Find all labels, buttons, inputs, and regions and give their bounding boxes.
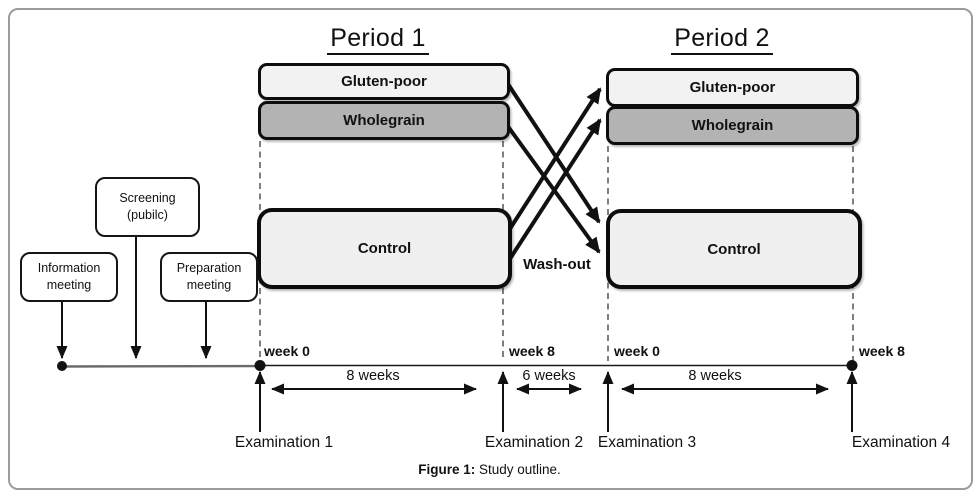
- timeline-end-dot: [846, 360, 858, 371]
- week-mark-period2-end: week 8: [859, 343, 905, 359]
- box-wholegrain-period2-label: Wholegrain: [691, 117, 774, 134]
- information-meeting-box: Information meeting: [20, 252, 118, 302]
- figure-caption: Figure 1: Study outline.: [0, 462, 979, 477]
- figure-frame: [8, 8, 973, 490]
- box-gluten-poor-period1-label: Gluten-poor: [341, 73, 427, 90]
- washout-label: Wash-out: [523, 256, 591, 273]
- examination-2-label: Examination 2: [484, 434, 584, 451]
- preparation-meeting-box: Preparation meeting: [160, 252, 258, 302]
- timeline-axis: [57, 360, 858, 371]
- timeline-week0-dot: [254, 360, 266, 371]
- examination-3-label: Examination 3: [597, 434, 697, 451]
- box-control-period2: Control: [606, 209, 862, 289]
- box-wholegrain-period1-label: Wholegrain: [343, 112, 425, 129]
- duration-label-washout: 6 weeks: [522, 368, 576, 384]
- period-1-title: Period 1: [293, 24, 463, 55]
- duration-label-period2: 8 weeks: [688, 368, 742, 384]
- figure-caption-label: Figure 1:: [418, 462, 476, 477]
- preparation-meeting-label: Preparation meeting: [176, 261, 242, 292]
- period-1-title-text: Period 1: [327, 24, 429, 55]
- period-2-title: Period 2: [637, 24, 807, 55]
- box-control-period1-label: Control: [357, 240, 412, 257]
- box-gluten-poor-period1: Gluten-poor: [258, 63, 510, 100]
- figure-caption-text: Study outline.: [478, 462, 561, 477]
- week-mark-period1-start: week 0: [264, 343, 310, 359]
- timeline-start-dot: [57, 361, 67, 371]
- week-mark-period2-start: week 0: [614, 343, 660, 359]
- pre-study-arrows: [56, 233, 212, 359]
- week-mark-period1-end: week 8: [509, 343, 555, 359]
- box-gluten-poor-period2: Gluten-poor: [606, 68, 859, 107]
- period-2-title-text: Period 2: [671, 24, 773, 55]
- examination-4-label: Examination 4: [851, 434, 951, 451]
- crossover-arrows: [502, 76, 602, 270]
- screening-box: Screening (pubilc): [95, 177, 200, 237]
- box-wholegrain-period2: Wholegrain: [606, 106, 859, 145]
- box-wholegrain-period1: Wholegrain: [258, 101, 510, 140]
- box-control-period2-label: Control: [707, 240, 761, 258]
- duration-label-period1: 8 weeks: [346, 368, 400, 384]
- box-gluten-poor-period2-label: Gluten-poor: [689, 79, 776, 96]
- examination-1-label: Examination 1: [234, 434, 334, 451]
- information-meeting-label: Information meeting: [37, 261, 101, 292]
- screening-label: Screening (pubilc): [119, 191, 176, 222]
- examination-arrows: [254, 371, 858, 432]
- box-control-period1: Control: [257, 208, 512, 289]
